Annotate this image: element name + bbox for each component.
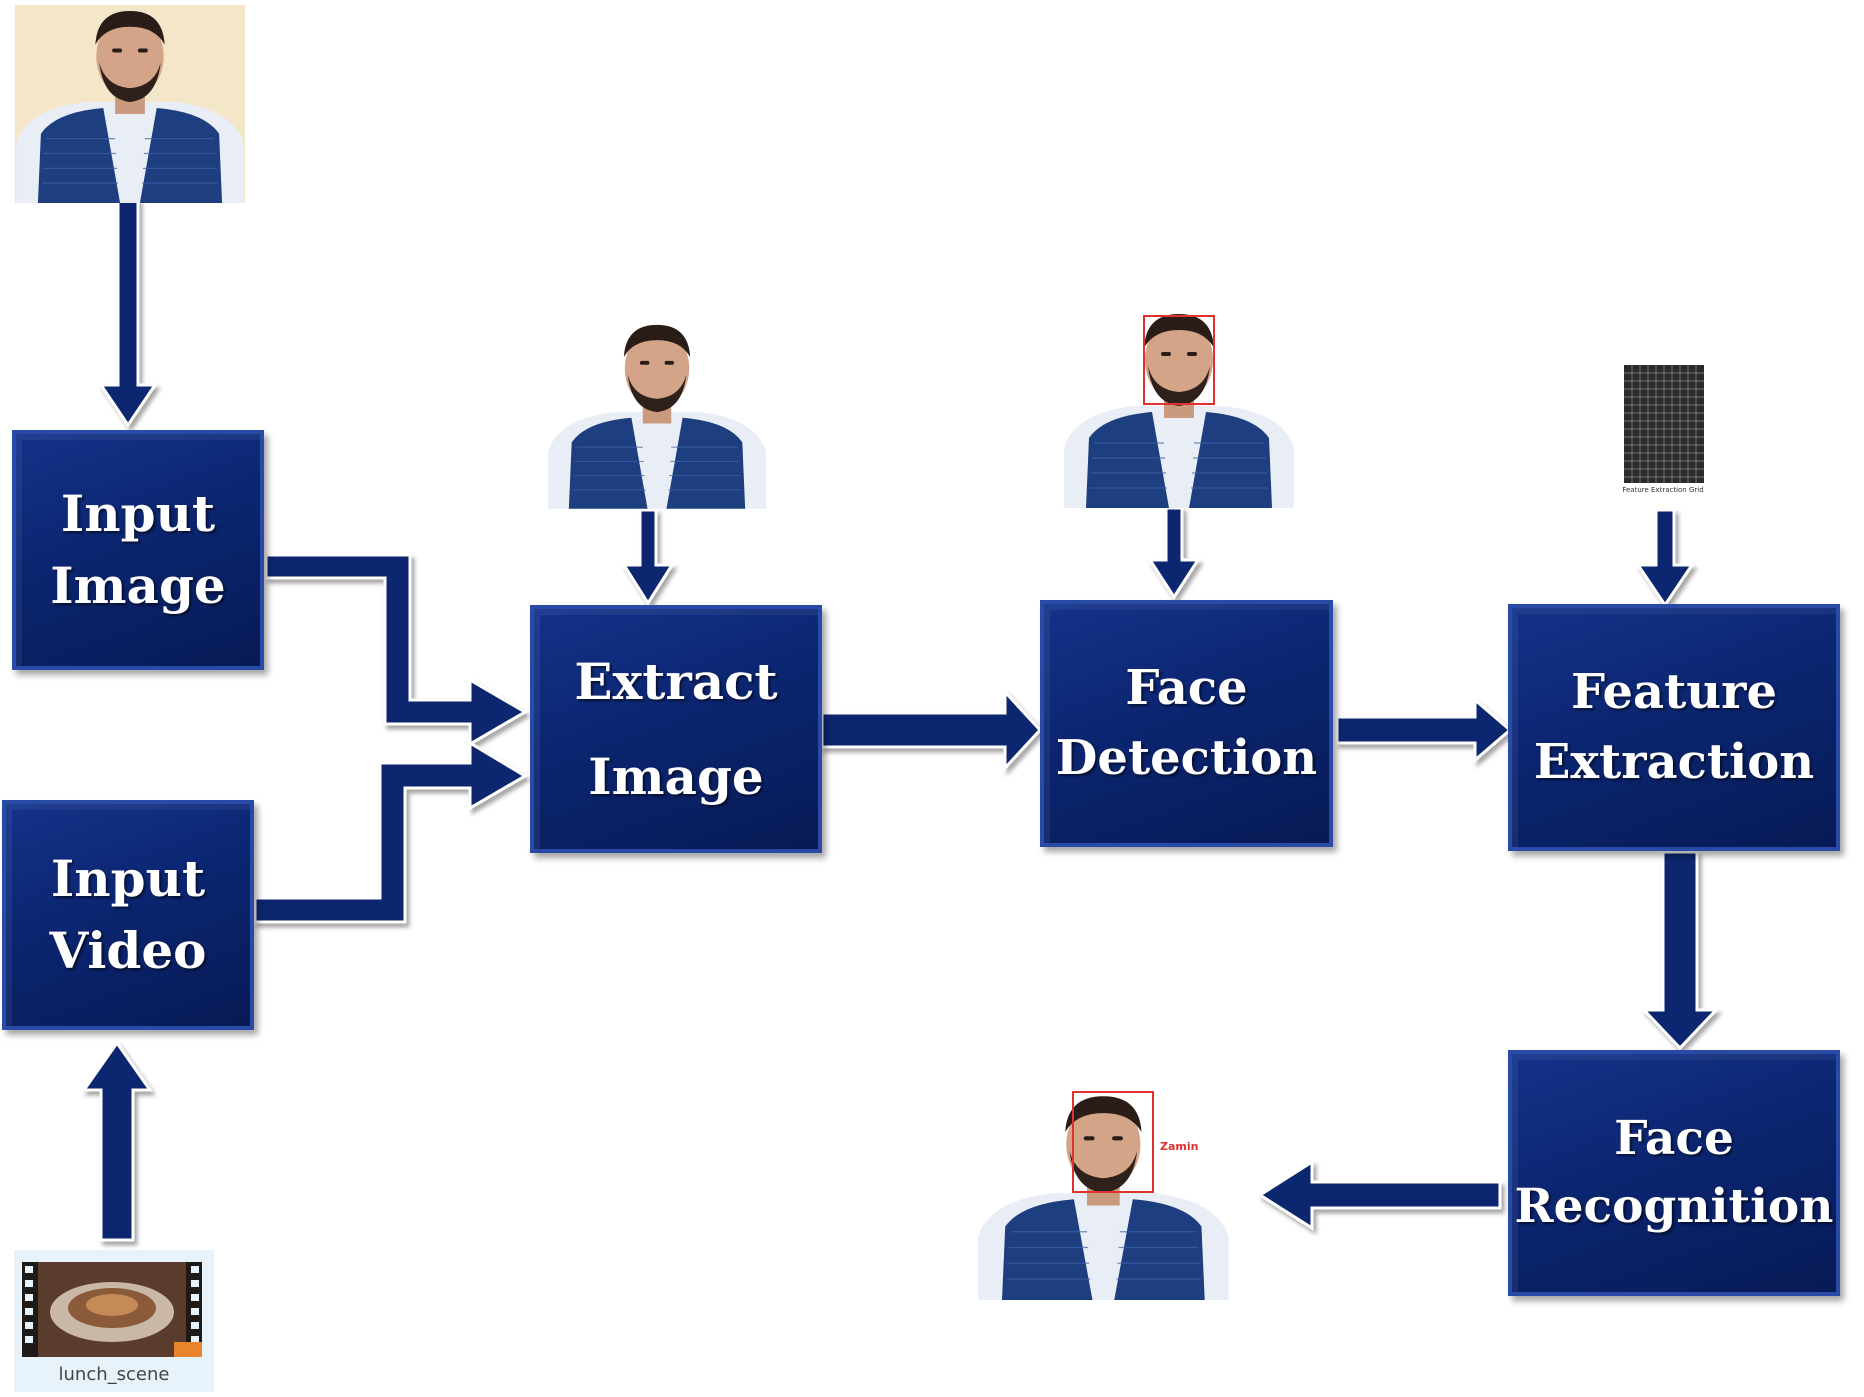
- arrow-detection-to-feature: [1335, 696, 1513, 764]
- arrow-extract-to-detection: [820, 688, 1043, 772]
- extract-photo: [548, 318, 766, 510]
- recognition-result-label: Zamin: [1160, 1140, 1199, 1153]
- node-feature-extraction-label: Feature Extraction: [1533, 663, 1815, 790]
- arrow-recognition-to-output: [1257, 1159, 1502, 1231]
- arrow-feature-to-recognition: [1640, 850, 1720, 1051]
- node-face-detection: Face Detection: [1040, 600, 1333, 847]
- feature-grid-caption: Feature Extraction Grid: [1622, 486, 1704, 494]
- node-face-recognition: Face Recognition: [1508, 1050, 1840, 1296]
- output-photo: Zamin: [978, 1082, 1253, 1300]
- arrow-detection-photo-to-detection: [1147, 506, 1201, 600]
- arrow-extract-photo-to-extract: [621, 508, 675, 606]
- node-input-image: Input Image: [12, 430, 264, 670]
- node-input-video: Input Video: [2, 800, 254, 1030]
- detection-bounding-box: [1143, 315, 1215, 405]
- arrow-video-to-input-video: [81, 1040, 153, 1242]
- node-face-recognition-label: Face Recognition: [1514, 1110, 1834, 1234]
- feature-grid: [1624, 365, 1704, 483]
- input-photo: [15, 5, 245, 203]
- recognition-bounding-box: [1072, 1091, 1154, 1193]
- video-file-icon: [22, 1262, 202, 1357]
- node-input-image-label: Input Image: [50, 483, 226, 616]
- node-feature-extraction: Feature Extraction: [1508, 604, 1840, 851]
- video-filename: lunch_scene: [58, 1364, 170, 1385]
- detection-photo: [1064, 308, 1294, 508]
- arrow-input-image-to-extract: [264, 553, 528, 747]
- node-extract-image-label: Extract Image: [574, 652, 778, 806]
- node-face-detection-label: Face Detection: [1055, 659, 1318, 786]
- arrow-input-video-to-extract: [253, 740, 528, 924]
- feature-grid-icon: [1624, 365, 1704, 483]
- arrow-photo-to-input-image: [98, 198, 158, 428]
- arrow-grid-to-feature: [1635, 508, 1695, 608]
- node-input-video-label: Input Video: [49, 848, 207, 981]
- video-thumbnail: lunch_scene: [14, 1250, 214, 1392]
- node-extract-image: Extract Image: [530, 605, 822, 853]
